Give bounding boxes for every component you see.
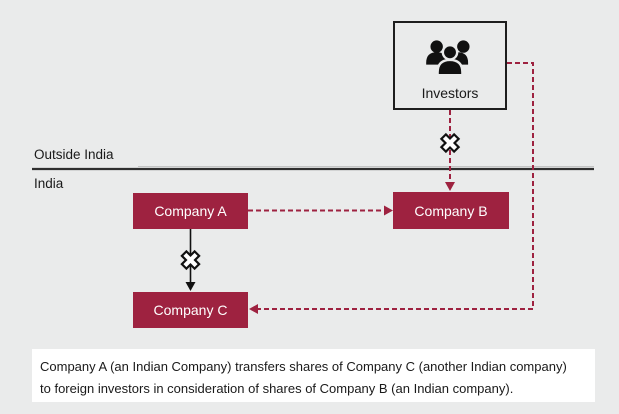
- company-a-node: Company A: [133, 193, 248, 229]
- company-a-label: Company A: [154, 203, 227, 219]
- arrowhead-down-company-c: [185, 282, 196, 291]
- caption-box: Company A (an Indian Company) transfers …: [32, 349, 595, 402]
- company-c-label: Company C: [153, 302, 228, 318]
- india-label: India: [34, 176, 64, 191]
- people-group-icon: [426, 40, 470, 77]
- investors-label: Investors: [421, 85, 479, 101]
- arrowhead-down-company-b: [445, 182, 455, 191]
- investors-node: Investors: [393, 21, 507, 110]
- arrowhead-right-company-b: [384, 205, 393, 216]
- blocked-x-icon-a-c: [180, 249, 201, 271]
- arrowhead-left-company-c: [249, 304, 258, 314]
- company-c-node: Company C: [133, 292, 248, 328]
- blocked-x-icon-investors-b: [439, 132, 461, 154]
- connector-investors-to-company-c: [257, 62, 534, 310]
- caption-line-2: to foreign investors in consideration of…: [40, 381, 514, 396]
- outside-india-label: Outside India: [34, 147, 114, 162]
- company-b-node: Company B: [393, 192, 509, 229]
- caption-line-1: Company A (an Indian Company) transfers …: [40, 359, 567, 374]
- company-b-label: Company B: [414, 202, 488, 219]
